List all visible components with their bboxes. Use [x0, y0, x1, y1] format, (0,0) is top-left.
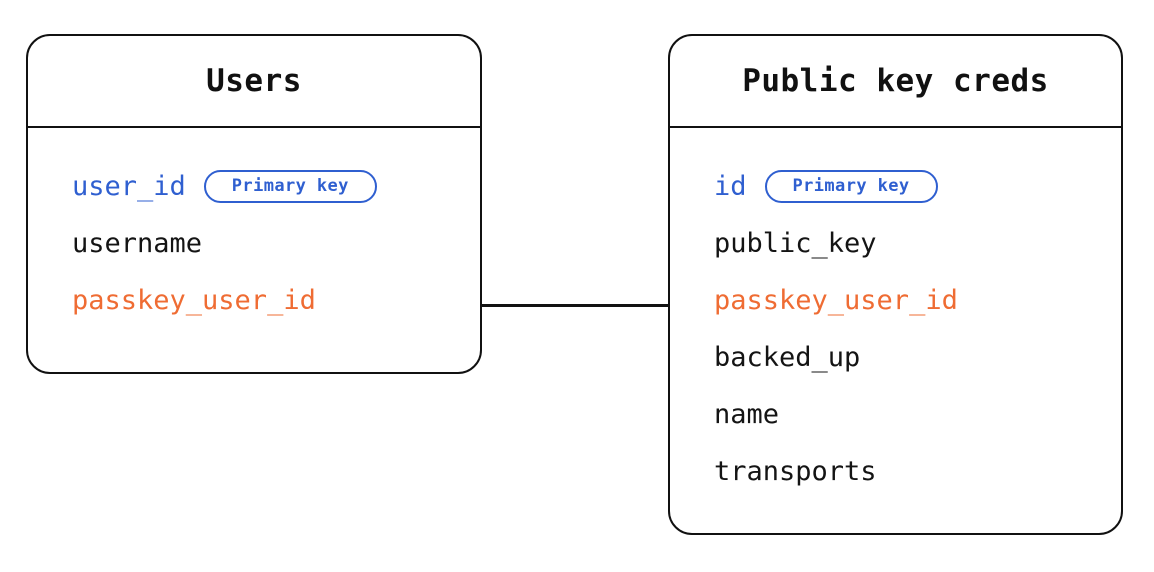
- primary-key-badge: Primary key: [203, 170, 377, 203]
- field-row[interactable]: transports: [670, 443, 1121, 500]
- field-row[interactable]: username: [28, 215, 480, 272]
- entity-title: Users: [206, 62, 302, 99]
- field-name: passkey_user_id: [714, 285, 958, 316]
- primary-key-badge-label: Primary key: [792, 176, 910, 196]
- field-name: name: [714, 399, 780, 430]
- entity-header-public-key-creds: Public key creds: [670, 36, 1121, 128]
- field-name: backed_up: [714, 342, 861, 373]
- relationship-line-users-to-public-key-creds: [481, 304, 669, 307]
- field-name: public_key: [714, 228, 877, 259]
- field-row[interactable]: passkey_user_id: [28, 272, 480, 329]
- field-row[interactable]: id Primary key: [670, 158, 1121, 215]
- field-name: transports: [714, 456, 877, 487]
- field-name: username: [72, 228, 203, 259]
- entity-header-users: Users: [28, 36, 480, 128]
- entity-table-users[interactable]: Users user_id Primary key username passkey_u…: [26, 34, 482, 374]
- field-row[interactable]: backed_up: [670, 329, 1121, 386]
- entity-title: Public key creds: [742, 62, 1049, 99]
- field-row[interactable]: passkey_user_id: [670, 272, 1121, 329]
- field-row[interactable]: name: [670, 386, 1121, 443]
- field-row[interactable]: user_id Primary key: [28, 158, 480, 215]
- field-name: id: [714, 171, 747, 202]
- field-name: passkey_user_id: [72, 285, 316, 316]
- entity-field-list-users: user_id Primary key username passkey_user_i…: [28, 128, 480, 329]
- field-row[interactable]: public_key: [670, 215, 1121, 272]
- primary-key-badge: Primary key: [764, 170, 938, 203]
- field-name: user_id: [72, 171, 186, 202]
- primary-key-badge-label: Primary key: [231, 176, 349, 196]
